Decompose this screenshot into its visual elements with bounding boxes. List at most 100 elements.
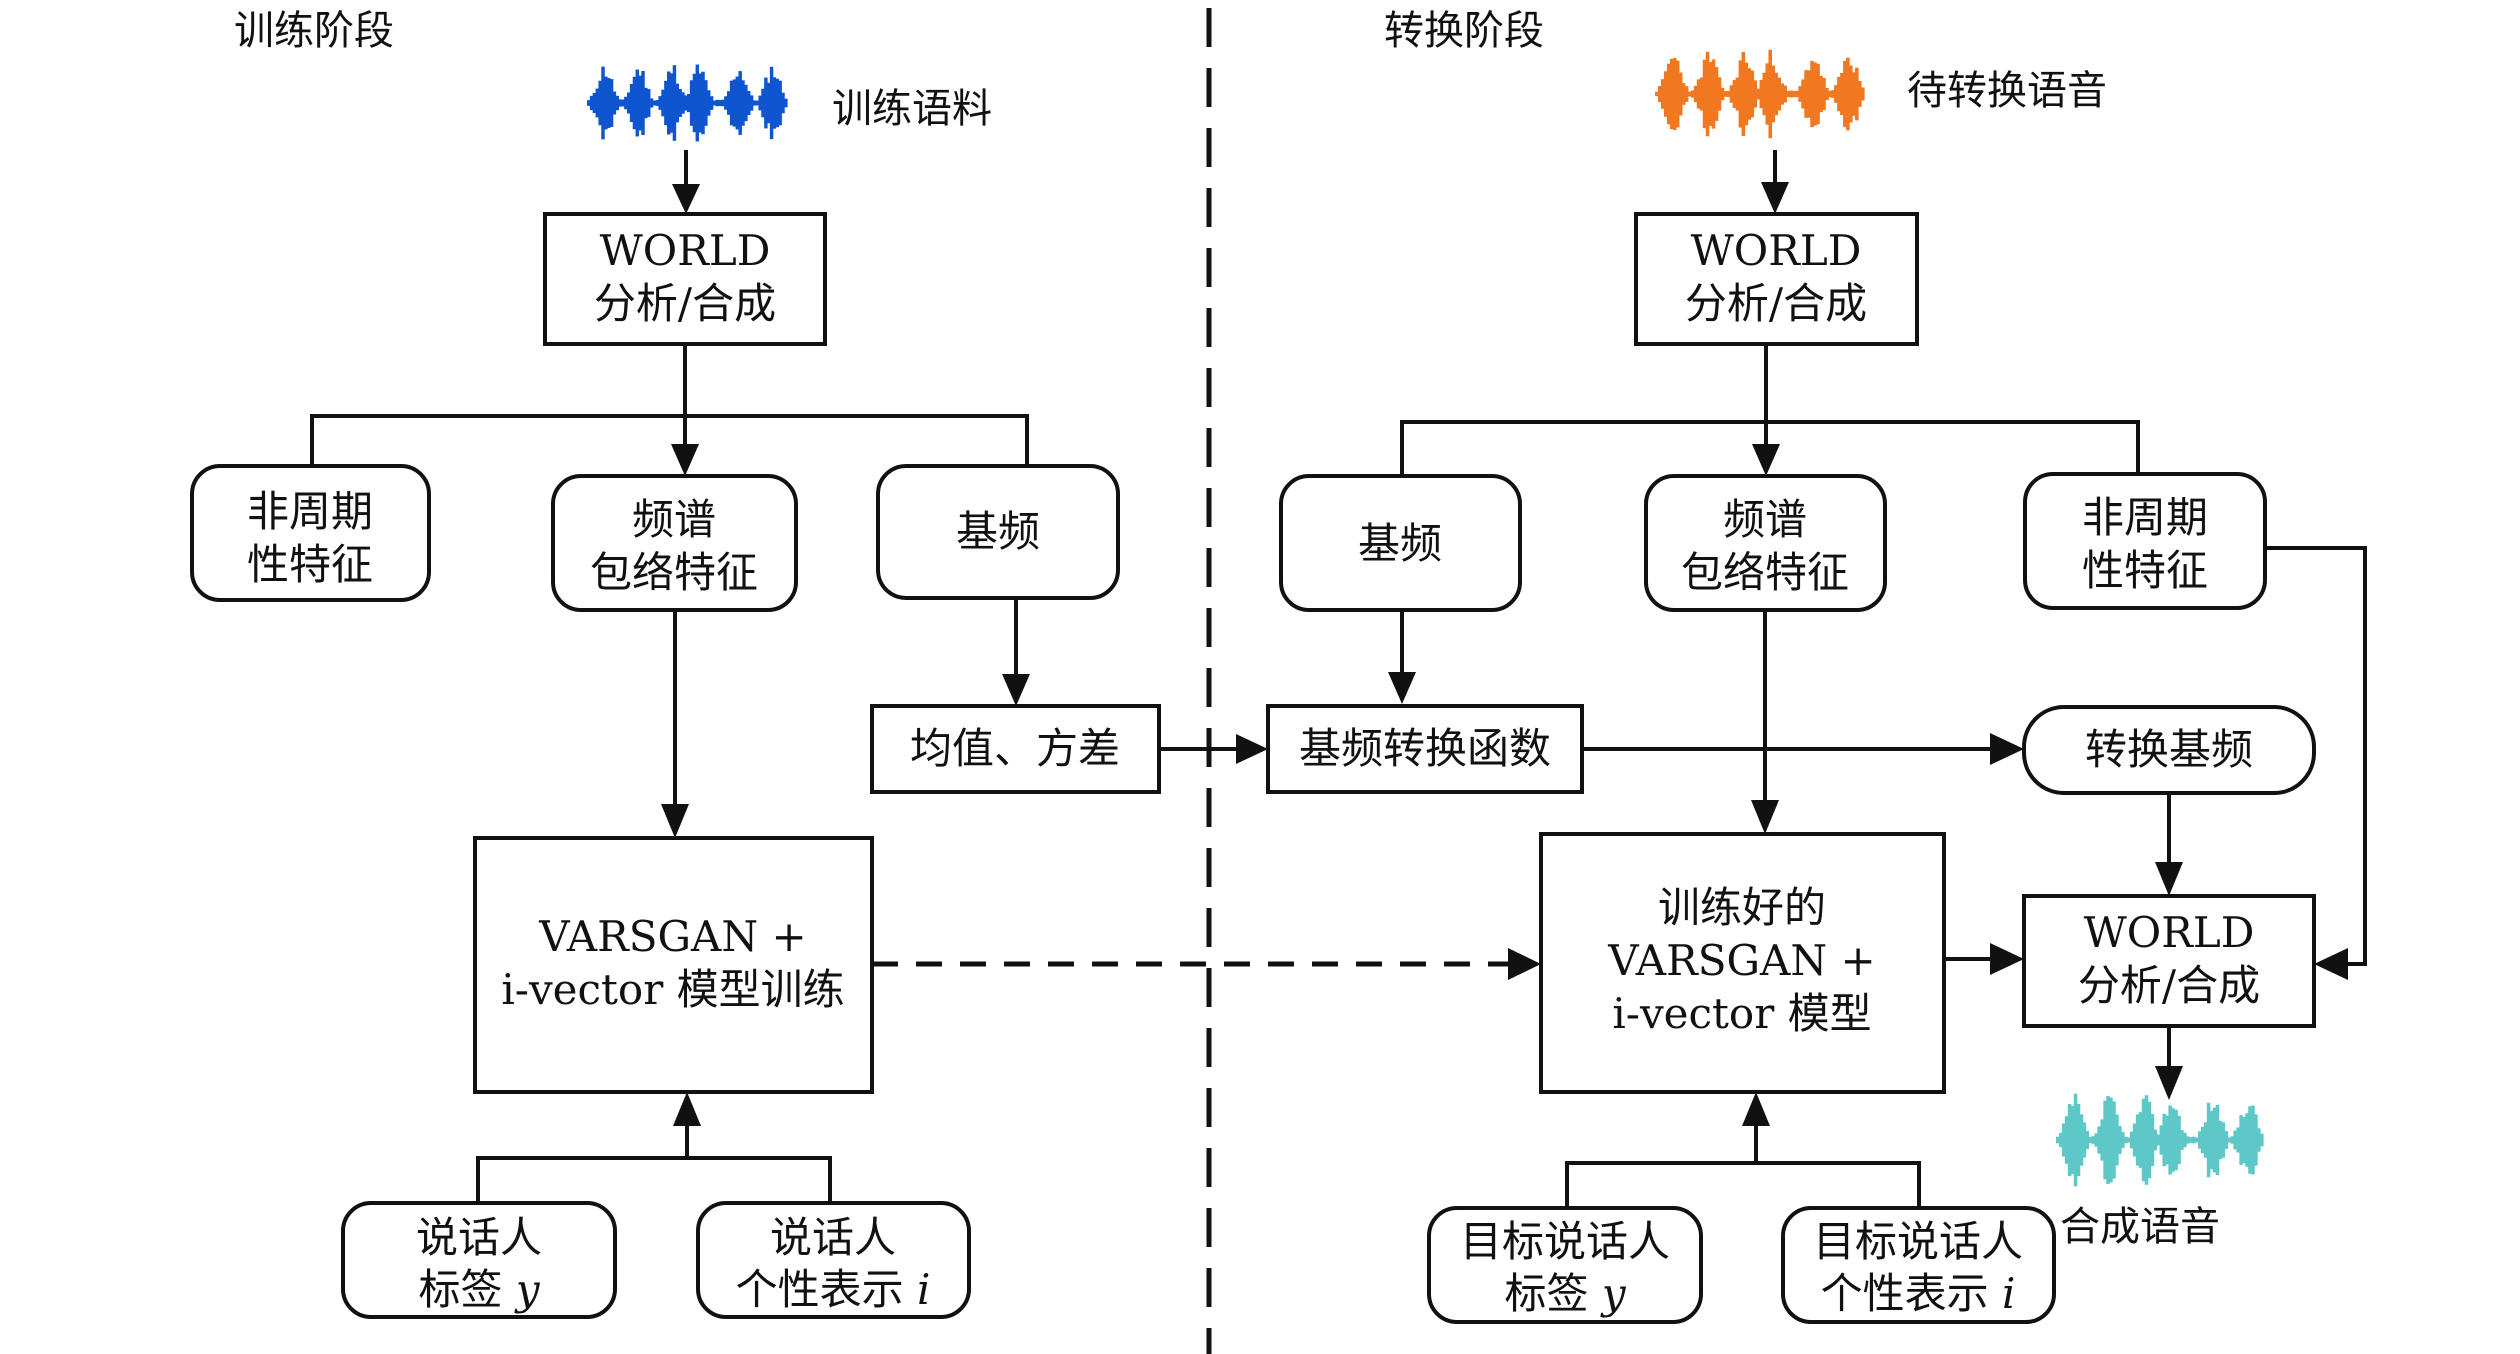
waveform-bar (2126, 1137, 2131, 1143)
training-model-box: VARSGAN + i-vector 模型训练 (473, 836, 874, 1094)
waveform-bar (749, 95, 754, 111)
waveform-bar (1792, 90, 1796, 98)
waveform-bar (2162, 1113, 2167, 1167)
synthesized-speech-waveform-icon (2056, 1093, 2264, 1187)
waveform-bar (2203, 1122, 2208, 1158)
waveform-bar (2070, 1105, 2075, 1175)
merge-bar (1565, 1161, 1921, 1208)
waveform-bar (1663, 71, 1668, 117)
waveform-bar (1816, 63, 1820, 125)
arrowhead (1002, 674, 1030, 706)
waveform-bar (678, 89, 682, 117)
waveform-bar (592, 93, 597, 113)
waveform-bar (1834, 85, 1838, 103)
box-label: 个性表示 i (1821, 1269, 2016, 1318)
waveform-bar (1843, 60, 1847, 128)
waveform-bar (2186, 1136, 2190, 1144)
waveform-bar (781, 92, 785, 114)
waveform-bar (1822, 77, 1826, 111)
split-bar (310, 414, 1029, 468)
waveform-bar (2115, 1114, 2119, 1166)
waveform-bar (1672, 57, 1677, 131)
box-label: 分析/合成 (1685, 279, 1867, 328)
waveform-bar (2183, 1132, 2187, 1148)
waveform-bar (1759, 79, 1764, 109)
waveform-bar (2097, 1126, 2101, 1154)
box-label: i-vector 模型 (1612, 989, 1871, 1038)
target-speaker-ivector-box: 目标说话人 个性表示 i (1781, 1206, 2056, 1324)
waveform-bar (649, 98, 654, 108)
waveform-bar (1720, 87, 1725, 101)
arrowhead (2155, 862, 2183, 896)
waveform-bar (1855, 67, 1859, 121)
waveform-bar (1753, 80, 1758, 108)
waveform-bar (2141, 1098, 2146, 1182)
waveform-bar (2100, 1119, 2104, 1161)
box-label: 标签 y (418, 1265, 540, 1314)
waveform-bar (709, 96, 714, 110)
source-speech-waveform-icon (1655, 49, 1865, 139)
waveform-bar (1789, 90, 1793, 98)
waveform-bar (2239, 1115, 2243, 1165)
waveform-bar (667, 71, 671, 135)
waveform-bar (1717, 77, 1722, 111)
waveform-bar (615, 95, 620, 111)
waveform-bar (647, 89, 651, 117)
waveform-bar (1837, 76, 1841, 112)
waveform-bar (1801, 79, 1805, 109)
waveform-bar (601, 66, 605, 140)
arrowhead (1990, 943, 2024, 975)
waveform-bar (2215, 1104, 2220, 1176)
waveform-bar (1735, 77, 1740, 111)
waveform-bar (692, 73, 697, 133)
mean-variance-box: 均值、方差 (870, 704, 1161, 794)
waveform-bar (1666, 63, 1671, 125)
waveform-bar (2132, 1123, 2137, 1157)
waveform-bar (612, 91, 617, 115)
waveform-bar (1699, 77, 1704, 111)
waveform-bar (1660, 79, 1665, 109)
waveform-bar (761, 88, 765, 118)
waveform-bar (652, 100, 657, 106)
waveform-bar (1840, 72, 1844, 116)
speaker-label-box: 说话人 标签 y (341, 1201, 617, 1319)
box-label: 包络特征 (1681, 548, 1849, 597)
waveform-bar (587, 100, 591, 106)
waveform-bar (2194, 1137, 2199, 1143)
arrowhead (2314, 948, 2348, 980)
waveform-bar (1750, 70, 1755, 118)
box-label: WORLD (1691, 226, 1862, 275)
box-label: WORLD (2084, 908, 2255, 957)
waveform-bar (2174, 1109, 2178, 1171)
waveform-bar (735, 76, 740, 130)
box-label: 性特征 (247, 540, 373, 589)
waveform-bar (2156, 1134, 2161, 1146)
waveform-bar (1783, 85, 1787, 103)
waveform-bar (1744, 62, 1749, 126)
training-corpus-label: 训练语料 (832, 86, 992, 132)
waveform-bar (1705, 51, 1710, 137)
arrowhead (1752, 444, 1780, 476)
waveform-bar (769, 66, 774, 140)
waveform-bar (1726, 90, 1731, 98)
waveform-bar (604, 76, 608, 130)
conversion-spectral-box: 频谱 包络特征 (1644, 474, 1887, 612)
waveform-bar (2112, 1101, 2116, 1179)
waveform-bar (784, 98, 788, 108)
waveform-bar (1655, 91, 1659, 97)
training-world-box: WORLD 分析/合成 (543, 212, 827, 346)
waveform-bar (707, 90, 711, 116)
waveform-bar (729, 80, 734, 126)
box-label: 性特征 (2082, 546, 2208, 595)
waveform-bar (1774, 72, 1779, 116)
waveform-bar (1807, 70, 1811, 118)
waveform-bar (1702, 59, 1707, 129)
waveform-bar (1786, 90, 1790, 98)
source-speech-label: 待转换语音 (1907, 68, 2107, 114)
split-bar (1400, 420, 2140, 476)
waveform-bar (1681, 83, 1686, 105)
waveform-bar (2056, 1136, 2060, 1144)
waveform-bar (2064, 1116, 2069, 1164)
waveform-bar (2171, 1108, 2175, 1172)
waveform-bar (1780, 83, 1784, 105)
